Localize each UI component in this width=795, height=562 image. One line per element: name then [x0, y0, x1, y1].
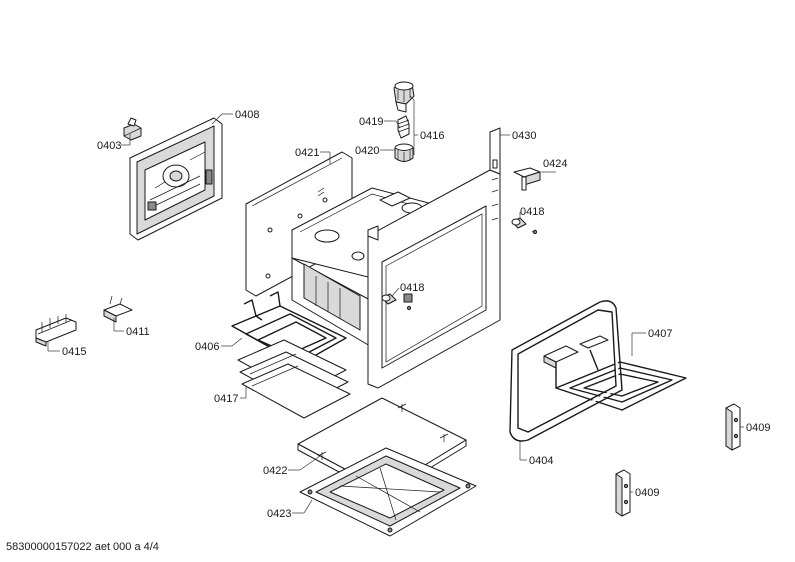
part-0424-sensor	[513, 167, 541, 191]
label-0422: 0422	[263, 465, 287, 477]
label-0430: 0430	[512, 130, 536, 142]
part-0418-bushing-upper	[511, 217, 538, 235]
label-0424: 0424	[543, 158, 567, 170]
part-0409-bracket-upper	[725, 403, 741, 451]
label-0418-upper: 0418	[520, 206, 544, 218]
label-0417: 0417	[214, 393, 238, 405]
label-0423: 0423	[267, 508, 291, 520]
part-0423-bottom-frame	[299, 447, 477, 537]
part-0403-clip	[123, 117, 142, 141]
label-0419: 0419	[359, 116, 383, 128]
part-0417-insulation	[237, 339, 351, 419]
label-0411: 0411	[126, 326, 150, 338]
label-0408: 0408	[235, 109, 259, 121]
label-0403: 0403	[97, 140, 121, 152]
label-0420: 0420	[355, 145, 379, 157]
document-footer: 58300000157022 aet 000 a 4/4	[6, 541, 159, 553]
label-0415: 0415	[62, 346, 86, 358]
part-0420-lamp-cover	[394, 143, 414, 162]
label-0409-upper: 0409	[746, 422, 770, 434]
part-0409-bracket-lower	[615, 469, 631, 517]
part-0404-gasket	[509, 300, 623, 442]
part-0418-bushing-lower	[381, 293, 412, 311]
leader-0418-lower	[391, 287, 400, 297]
part-0416-lamp-housing	[393, 81, 415, 113]
part-0411-clip	[103, 295, 133, 323]
part-0430-front-frame	[367, 127, 501, 389]
label-0407: 0407	[648, 328, 672, 340]
label-0421: 0421	[295, 147, 319, 159]
part-0415-terminal-block	[35, 314, 77, 347]
label-0406: 0406	[195, 341, 219, 353]
label-0418-lower: 0418	[400, 282, 424, 294]
label-0416: 0416	[420, 130, 444, 142]
label-0404: 0404	[529, 455, 553, 467]
part-0419-lamp-bulb	[397, 115, 410, 139]
label-0409-lower: 0409	[635, 487, 659, 499]
part-0408-rear-cover	[129, 117, 223, 241]
